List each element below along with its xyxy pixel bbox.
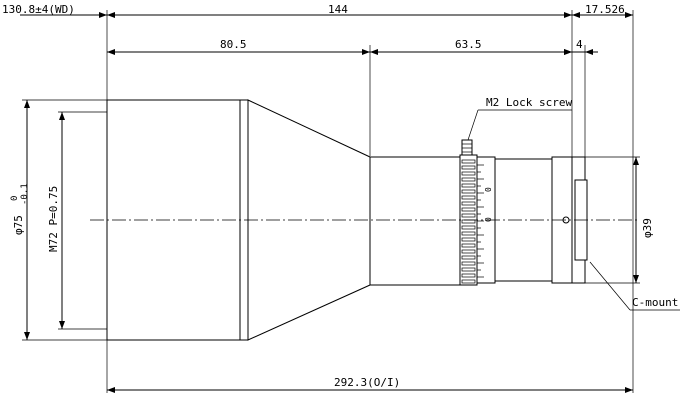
knurl-segment [461,273,476,278]
knurl-segment [461,279,476,284]
knurl-segment [461,207,476,212]
extension-lines [22,10,640,393]
knurl-segment [461,183,476,188]
knurl-segment [461,213,476,218]
knurl-segment [461,171,476,176]
knurl-segment [461,177,476,182]
rear-section-label: 63.5 [455,38,482,51]
rear-diameter-group: φ39 [641,218,654,238]
scale-ticks [477,164,484,278]
focus-ring-knurl [461,159,476,284]
front-diameter-tol-lower: -0.1 [20,183,30,205]
knurl-segment [461,189,476,194]
scale-mark-upper: 0 [484,187,493,192]
total-length-label: 144 [328,3,348,16]
rear-diameter-label: φ39 [641,218,654,238]
knurl-segment [461,201,476,206]
front-diameter-label: φ75 [12,215,25,235]
knurl-segment [461,195,476,200]
knurl-segment [461,255,476,260]
front-section-label: 80.5 [220,38,247,51]
leader-lines [467,109,680,311]
dimension-lines [20,12,639,393]
front-diameter-group: φ75 0 -0.1 [10,183,30,235]
scale-mark-lower-group: 0 [484,217,493,222]
overall-length-label: 292.3(O/I) [334,376,400,389]
knurl-segment [461,231,476,236]
knurl-segment [461,261,476,266]
knurl-segment [461,237,476,242]
knurl-segment [461,225,476,230]
knurl-segment [461,243,476,248]
scale-mark-upper-group: 0 [484,187,493,192]
scale-mark-lower: 0 [484,217,493,222]
flange-back-label: 17.526 [585,3,625,16]
filter-thread-label: M72 P=0.75 [47,186,60,252]
knurl-segment [461,267,476,272]
knurl-segment [461,249,476,254]
mount-thickness-label: 4 [576,38,583,51]
lens-body [106,99,588,341]
lock-screw-head [461,139,473,156]
front-diameter-tol-upper: 0 [10,196,20,201]
knurl-segment [461,159,476,164]
working-distance-label: 130.8±4(WD) [2,3,75,16]
middle-barrel [369,156,461,286]
filter-thread-group: M72 P=0.75 [47,186,60,252]
c-mount-label: C-mount [632,296,678,309]
lock-screw-label: M2 Lock screw [486,96,572,109]
knurl-segment [461,165,476,170]
